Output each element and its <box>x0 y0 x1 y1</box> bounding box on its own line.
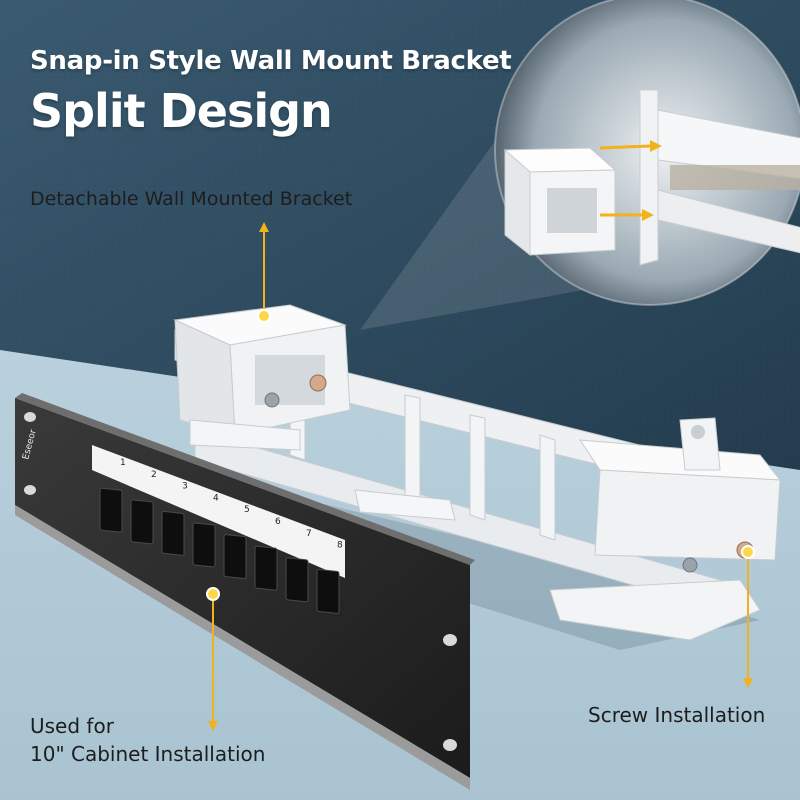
callout-screw: Screw Installation <box>588 703 766 727</box>
headline-title: Split Design <box>30 84 333 138</box>
keystone-port <box>223 534 247 580</box>
callout-bracket: Detachable Wall Mounted Bracket <box>30 188 353 210</box>
keystone-port <box>99 487 123 533</box>
port-number-label: 8 <box>337 541 343 551</box>
patch-panel <box>15 393 475 790</box>
port-number-label: 7 <box>306 529 312 539</box>
keystone-port <box>192 522 216 568</box>
keystone-port <box>130 499 154 545</box>
callout-cabinet-line1: Used for <box>30 714 114 738</box>
port-number-label: 6 <box>275 517 281 527</box>
callout-markers <box>206 222 755 731</box>
zoom-detail-circle <box>494 0 800 306</box>
callout-cabinet-line2: 10" Cabinet Installation <box>30 742 266 766</box>
keystone-port <box>316 568 340 614</box>
keystone-port <box>161 510 185 556</box>
port-number-label: 4 <box>213 493 219 503</box>
keystone-port <box>254 545 278 591</box>
wall-mount-bracket <box>173 304 782 641</box>
port-number-label: 3 <box>182 482 188 492</box>
arrow-icon <box>599 140 662 221</box>
port-number-label: 2 <box>151 470 157 480</box>
port-number-label: 1 <box>120 458 126 468</box>
port-grid <box>99 487 340 614</box>
port-number-label: 5 <box>244 505 250 515</box>
headline-subtitle: Snap-in Style Wall Mount Bracket <box>30 46 512 76</box>
keystone-port <box>285 557 309 603</box>
callout-cabinet: Used for 10" Cabinet Installation <box>30 712 265 768</box>
